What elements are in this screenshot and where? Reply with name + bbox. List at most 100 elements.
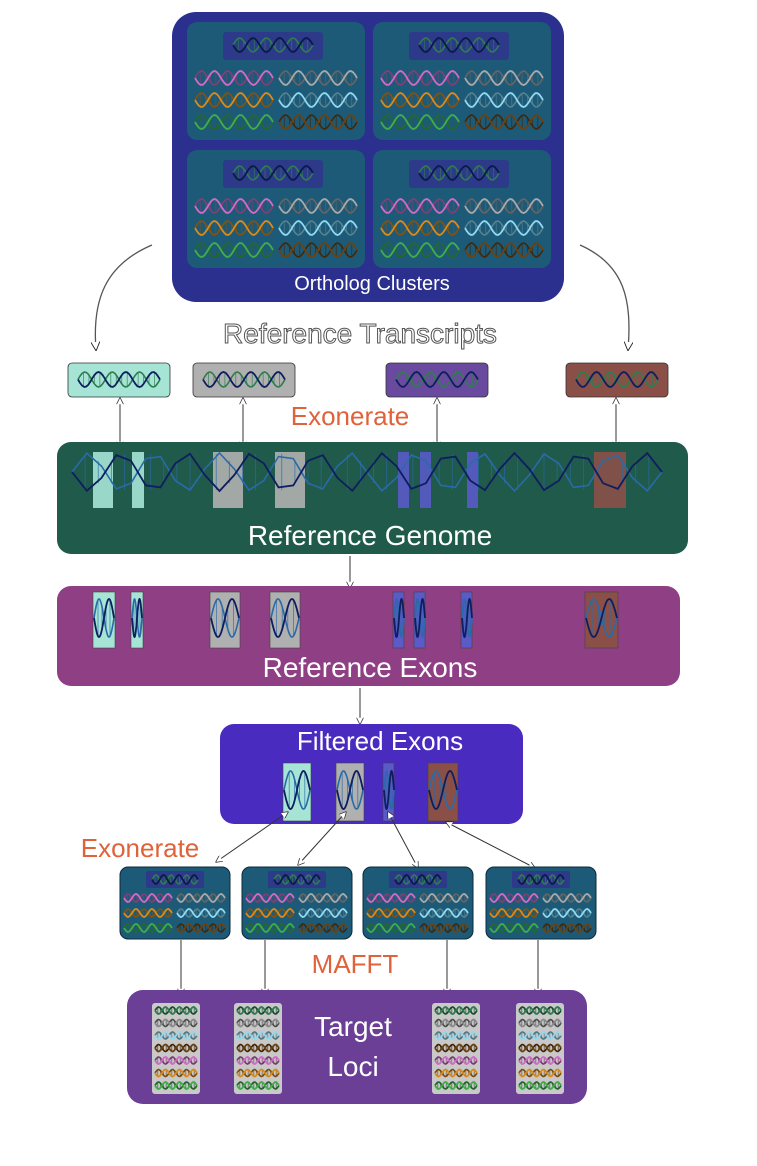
dna-helix-icon [232,37,314,53]
dna-helix-icon [154,1056,198,1065]
dna-helix-icon [366,893,416,903]
dna-helix-icon [202,371,286,388]
reference-exon-segment [460,591,473,649]
dna-helix-icon [77,371,161,388]
target-loci-label-line1: Target [314,1011,392,1042]
dna-helix-icon [380,242,460,258]
dna-helix-icon [518,1031,562,1040]
dna-helix-icon [176,908,226,918]
genome-exon-highlights [93,452,626,508]
dna-helix-icon [434,1043,478,1053]
dna-helix-icon [418,165,500,181]
dna-helix-icon [154,1081,198,1090]
dna-helix-icon [366,908,416,918]
dna-helix-icon [236,1043,280,1053]
filtered-exon-segment [335,762,365,822]
dna-helix-icon [236,1056,280,1065]
dna-helix-icon [154,1006,198,1015]
dna-helix-icon [154,1031,198,1040]
target-locus-alignment [152,1003,200,1094]
dna-helix-icon [278,92,358,108]
dna-helix-icon [380,198,460,214]
dna-helix-icon [236,1081,280,1090]
dna-helix-icon [461,597,473,639]
target-loci-label-line2: Loci [327,1051,378,1082]
transcript-brown [565,362,669,398]
dna-helix-icon [464,198,544,214]
dna-helix-icon [393,597,405,639]
dna-helix-icon [278,242,358,258]
dna-helix-icon [464,220,544,236]
dna-helix-icon [176,893,226,903]
genome-dna-helix-icon [71,451,663,493]
dna-helix-icon [236,1006,280,1015]
reference-genome-label: Reference Genome [248,520,492,551]
dna-helix-icon [245,908,295,918]
dna-helix-icon [434,1056,478,1065]
reference-exon-segment [92,591,116,649]
dna-helix-icon [542,893,592,903]
target-loci-box: Target Loci [127,990,587,1104]
filtered-cluster-arrows [216,812,535,868]
dna-helix-icon [383,769,395,811]
dna-helix-icon [380,114,460,130]
dna-helix-icon [434,1018,478,1028]
ortholog-clusters-panel: Ortholog Clusters [172,12,564,302]
dna-helix-icon [464,114,544,130]
dna-helix-icon [245,923,295,933]
dna-helix-icon [434,1081,478,1090]
dna-helix-icon [154,1068,198,1078]
reference-exon-segment [209,591,241,649]
transcript-gray [192,362,296,398]
dna-helix-icon [414,597,426,639]
dna-helix-icon [419,923,469,933]
exonerate-bottom-label: Exonerate [81,833,200,863]
dna-helix-icon [123,923,173,933]
dna-helix-icon [194,114,274,130]
dna-helix-icon [270,598,300,638]
dna-helix-icon [194,70,274,86]
dna-helix-icon [283,770,311,810]
dna-helix-icon [464,92,544,108]
dna-helix-icon [151,874,199,885]
target-cluster-box [362,866,474,940]
dna-helix-icon [419,893,469,903]
dna-helix-icon [434,1006,478,1015]
target-cluster-box [241,866,353,940]
dna-helix-icon [273,874,321,885]
dna-helix-icon [518,1006,562,1015]
dna-helix-icon [518,1056,562,1065]
transcript-genome-arrows [120,398,616,448]
dna-helix-icon [123,893,173,903]
dna-helix-icon [542,908,592,918]
reference-exon-segment [392,591,405,649]
dna-helix-icon [489,908,539,918]
target-locus-alignment [234,1003,282,1094]
filtered-exon-segment [427,762,459,822]
dna-helix-icon [419,908,469,918]
dna-helix-icon [380,220,460,236]
dna-helix-icon [434,1031,478,1040]
dna-helix-icon [232,165,314,181]
dna-helix-icon [518,1081,562,1090]
dna-helix-icon [575,371,659,388]
dna-helix-icon [278,198,358,214]
dna-helix-icon [236,1018,280,1028]
dna-helix-icon [245,893,295,903]
ortholog-cluster-cell [187,150,365,268]
dna-helix-icon [278,220,358,236]
dna-helix-icon [380,92,460,108]
reference-transcripts-label: Reference Transcripts [223,318,497,349]
dna-helix-icon [236,1068,280,1078]
dna-helix-icon [585,598,618,638]
dna-helix-icon [194,220,274,236]
dna-helix-icon [210,598,240,638]
dna-helix-icon [236,1031,280,1040]
reference-genome-box: Reference Genome [57,442,688,554]
dna-helix-icon [154,1018,198,1028]
dna-helix-icon [428,770,458,810]
reference-exon-segment [130,591,144,649]
dna-helix-icon [154,1043,198,1053]
dna-helix-icon [418,37,500,53]
reference-exon-segment [269,591,301,649]
